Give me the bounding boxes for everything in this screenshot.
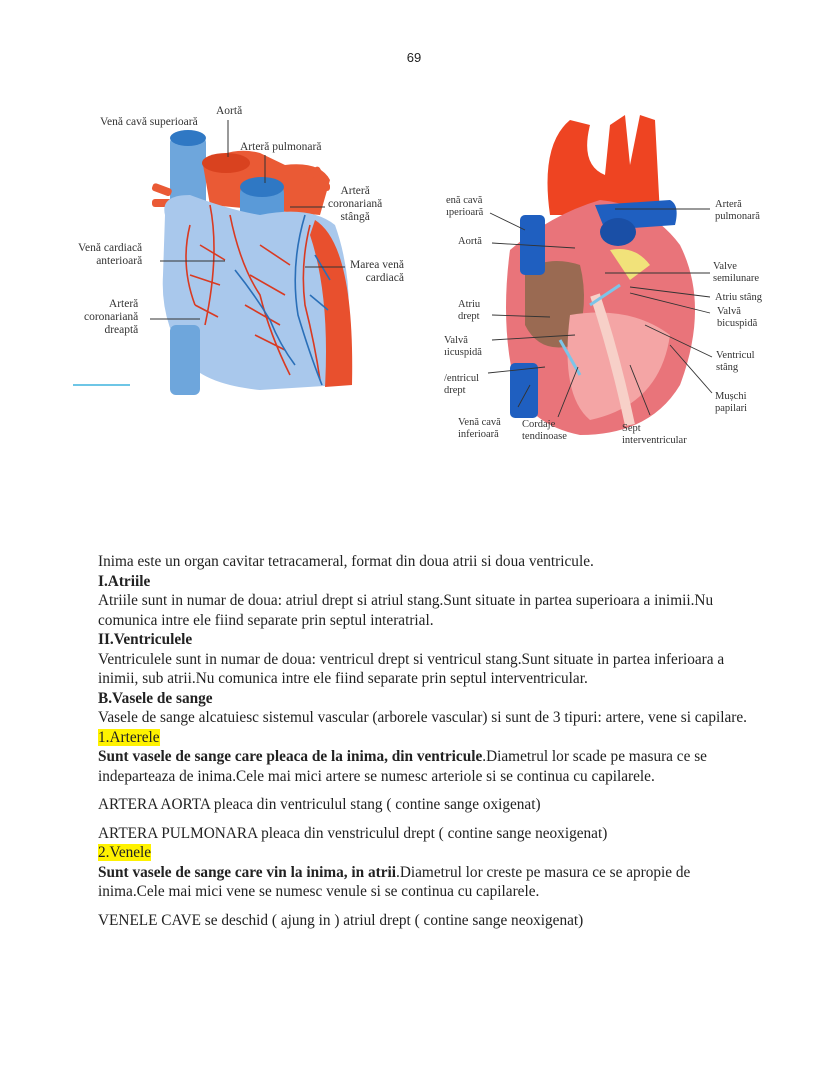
highlight-arterele: 1.Arterele [98,728,160,746]
pulmonara-line: ARTERA PULMONARA pleaca din venstriculul… [98,824,608,842]
label-ventricul-drept: /entricul drept [444,373,479,396]
label-vena-cardiaca-anterioara: Venă cardiacă anterioară [78,242,143,267]
label-valva-bicuspida: Valvă bicuspidă [717,306,758,329]
venele-cave-line: VENELE CAVE se deschid ( ajung in ) atri… [98,911,584,929]
arterele-paragraph: Sunt vasele de sange care pleaca de la i… [98,748,707,785]
label-artera-pulmonara: Arteră pulmonară [240,141,322,153]
label-vena-cava-superioara-section: enă cavă ıperioară [446,195,484,218]
label-muschi-papilari: Mușchi papilari [715,391,748,414]
heart-section-illustration [487,115,713,435]
aorta-line: ARTERA AORTA pleaca din ventriculul stan… [98,796,541,813]
atriile-paragraph: Atriile sunt in numar de doua: atriul dr… [98,592,714,629]
label-artera-pulmonara-section: Arteră pulmonară [715,199,760,222]
label-valve-semilunare: Valve semilunare [713,261,760,284]
intro-paragraph: Inima este un organ cavitar tetracameral… [98,553,594,570]
document-body: Inima este un organ cavitar tetracameral… [98,552,748,930]
label-cordaje-tendinoase: Cordaje tendinoase [522,419,567,442]
label-vena-cava-inferioara: Venă cavă inferioară [458,417,501,440]
ventriculele-paragraph: Ventriculele sunt in numar de doua: vent… [98,650,725,688]
decorative-line [73,384,130,386]
heart-exterior-illustration [150,120,353,395]
heading-arterele: 1.Arterele [98,728,748,748]
label-aorta-section: Aortă [458,236,482,247]
heading-vasele-de-sange: B.Vasele de sange [98,689,213,707]
heart-exterior-figure: Venă cavă superioară Aortă Arteră pulmon… [60,95,420,395]
label-sept-interventricular: Sept interventricular [622,423,687,446]
label-atriu-drept: Atriu drept [458,299,481,322]
heading-atriile: I.Atriile [98,572,151,590]
heart-section-figure: enă cavă ıperioară Aortă Atriu drept Val… [430,105,790,455]
label-vena-cava-superioara: Venă cavă superioară [100,116,198,128]
label-artera-coronariana-stanga: Arteră coronariană stângă [328,185,383,223]
label-marea-vena-cardiaca: Marea venă cardiacă [350,259,404,284]
vasele-paragraph: Vasele de sange alcatuiesc sistemul vasc… [98,709,747,726]
label-valva-tricuspida: Valvă ıicuspidă [444,335,482,358]
label-ventricul-stang: Ventricul stâng [716,350,755,373]
heading-ventriculele: II.Ventriculele [98,631,193,648]
venele-paragraph: Sunt vasele de sange care vin la inima, … [98,863,691,901]
label-artera-coronariana-dreapta: Arteră coronariană dreaptă [84,298,139,336]
label-aorta: Aortă [216,105,243,117]
page-number: 69 [406,50,422,65]
highlight-venele: 2.Venele [98,844,152,861]
label-atriu-stang: Atriu stâng [715,292,762,303]
heading-venele: 2.Venele [98,843,748,863]
